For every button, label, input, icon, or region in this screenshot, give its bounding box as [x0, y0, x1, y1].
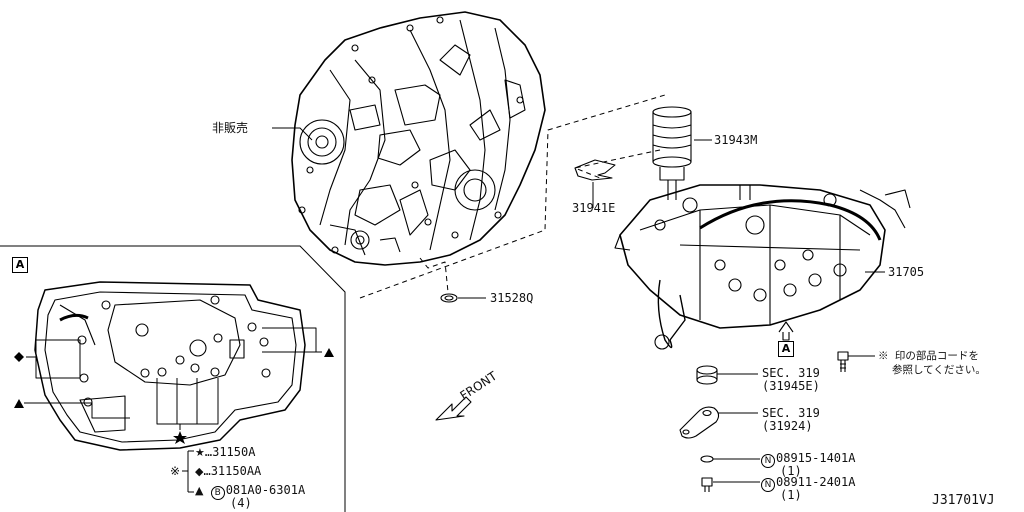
legend-qty: (4) [230, 496, 252, 510]
star-marker [173, 431, 187, 444]
sec-ref-label: SEC. 319 [762, 406, 820, 420]
washer-31945e [696, 365, 718, 385]
bolt-part-number: 08911-2401A [776, 475, 856, 489]
dashed-guide [574, 149, 661, 179]
bolt-qty: (1) [780, 464, 802, 478]
legend-part-number: …31150AA [203, 464, 262, 478]
part-number-31943m: 31943M [714, 133, 758, 147]
legend-part-number: 081A0-6301A [225, 483, 306, 497]
note-line-2: 参照してください。 [892, 364, 986, 376]
legend-item: ★…31150A [195, 445, 256, 460]
diamond-marker [14, 352, 24, 362]
legend-group-mark: ※ [170, 464, 181, 478]
n-code-badge: N [761, 478, 775, 492]
part-number-31705: 31705 [888, 265, 925, 279]
bolt-08911 [701, 477, 713, 492]
front-arrow [435, 396, 472, 421]
washer-08915 [700, 455, 714, 463]
part-number-31528q: 31528Q [490, 291, 534, 305]
inset-view-a-label: A [12, 257, 28, 273]
bolt-qty: (1) [780, 488, 802, 502]
not-for-sale-label: 非販売 [212, 121, 249, 135]
diamond-symbol: ◆ [195, 465, 204, 478]
triangle-marker [14, 399, 24, 408]
triangle-marker [324, 348, 334, 357]
part-number-31941e: 31941E [572, 201, 616, 215]
oil-pan-view-a-illustration [34, 281, 306, 451]
star-symbol: ★ [195, 446, 205, 459]
bolt-group-callouts [24, 327, 322, 493]
diagram-code: J31701VJ [932, 493, 995, 508]
view-a-marker: A [778, 341, 794, 357]
sec-ref-label: SEC. 319 [762, 366, 820, 380]
n-code-badge: N [761, 454, 775, 468]
plate-31941e [574, 159, 616, 181]
transmission-assembly-illustration [291, 11, 546, 266]
up-arrow [778, 321, 794, 341]
dashed-guide [359, 94, 666, 299]
solenoid-31943m-illustration [652, 106, 692, 181]
b-code-badge: B [210, 486, 225, 500]
note-line-1: ※ 印の部品コードを [878, 350, 979, 362]
triangle-symbol: ▲ [195, 484, 204, 497]
legend-item: ◆…31150AA [195, 464, 262, 479]
sec-ref-sub: (31924) [762, 419, 813, 433]
leader-lines [272, 127, 885, 483]
bolt-note-illustration [837, 351, 849, 372]
sec-ref-sub: (31945E) [762, 379, 820, 393]
valve-body-31705-illustration [614, 179, 911, 350]
legend-part-number: …31150A [204, 445, 256, 459]
seal-31528q [440, 293, 458, 303]
inset-frame [0, 245, 346, 512]
dashed-guide [419, 257, 449, 293]
plate-31924 [679, 406, 720, 439]
bolt-part-number: 08915-1401A [776, 451, 856, 465]
